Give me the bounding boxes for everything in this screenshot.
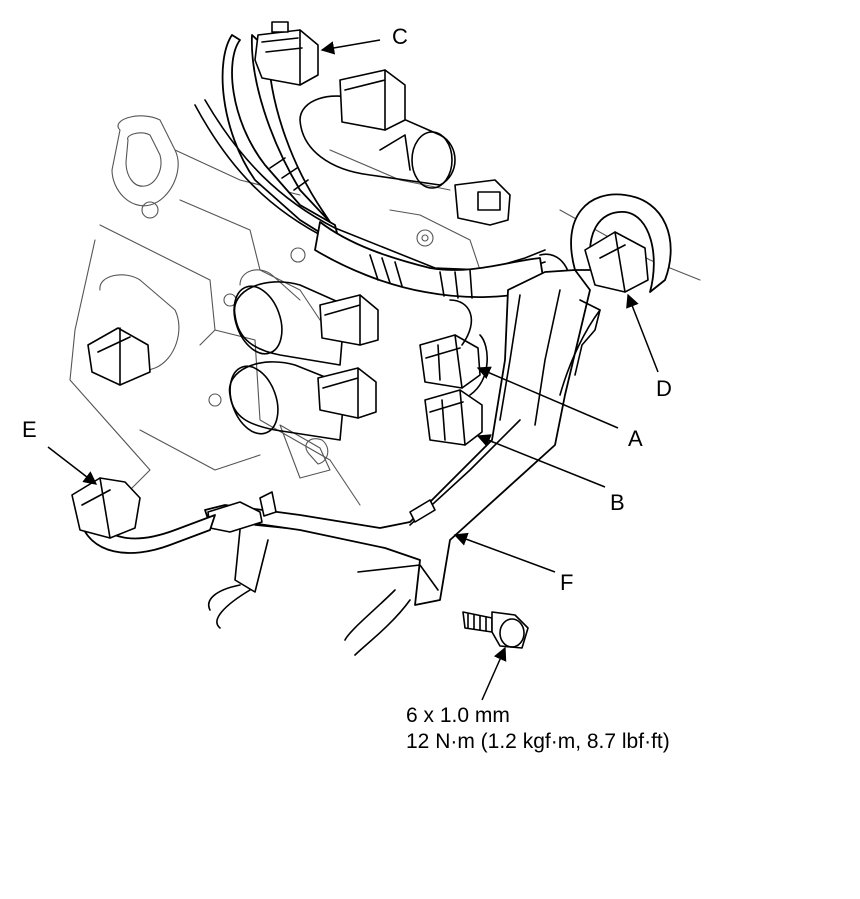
flange-bolt [462,611,529,649]
leader-e [47,446,98,485]
leader-bolt [481,646,507,701]
leader-lines [47,39,659,701]
connector-c [254,21,319,86]
transmission-body-outline [69,115,701,506]
harness-bracket-f [204,269,601,606]
connector-e [71,477,141,539]
bolt-spec: 6 x 1.0 mm 12 N·m (1.2 kgf·m, 8.7 lbf·ft… [406,704,670,753]
leader-c [320,39,381,55]
connector-d [570,193,672,293]
callout-a: A [628,426,643,451]
connector-b [424,334,488,446]
bolt-torque-text: 12 N·m (1.2 kgf·m, 8.7 lbf·ft) [406,730,670,753]
leader-b [476,434,606,488]
leader-d [626,293,659,373]
solenoid-connectors-middle [317,294,379,419]
callout-e: E [22,417,37,442]
callout-b: B [610,490,625,515]
upper-wire-loom [194,34,572,301]
callout-c: C [392,24,408,49]
leader-a [476,366,619,429]
callout-d: D [656,376,672,401]
lower-wires [79,309,601,656]
leader-f [453,532,556,573]
connector-a [419,299,481,389]
left-solenoid-connector [87,327,151,386]
solenoid-connector-upper [339,69,511,226]
bolt-size-text: 6 x 1.0 mm [406,704,510,727]
callout-f: F [560,570,573,595]
callout-labels: C D A B E F [22,24,672,595]
